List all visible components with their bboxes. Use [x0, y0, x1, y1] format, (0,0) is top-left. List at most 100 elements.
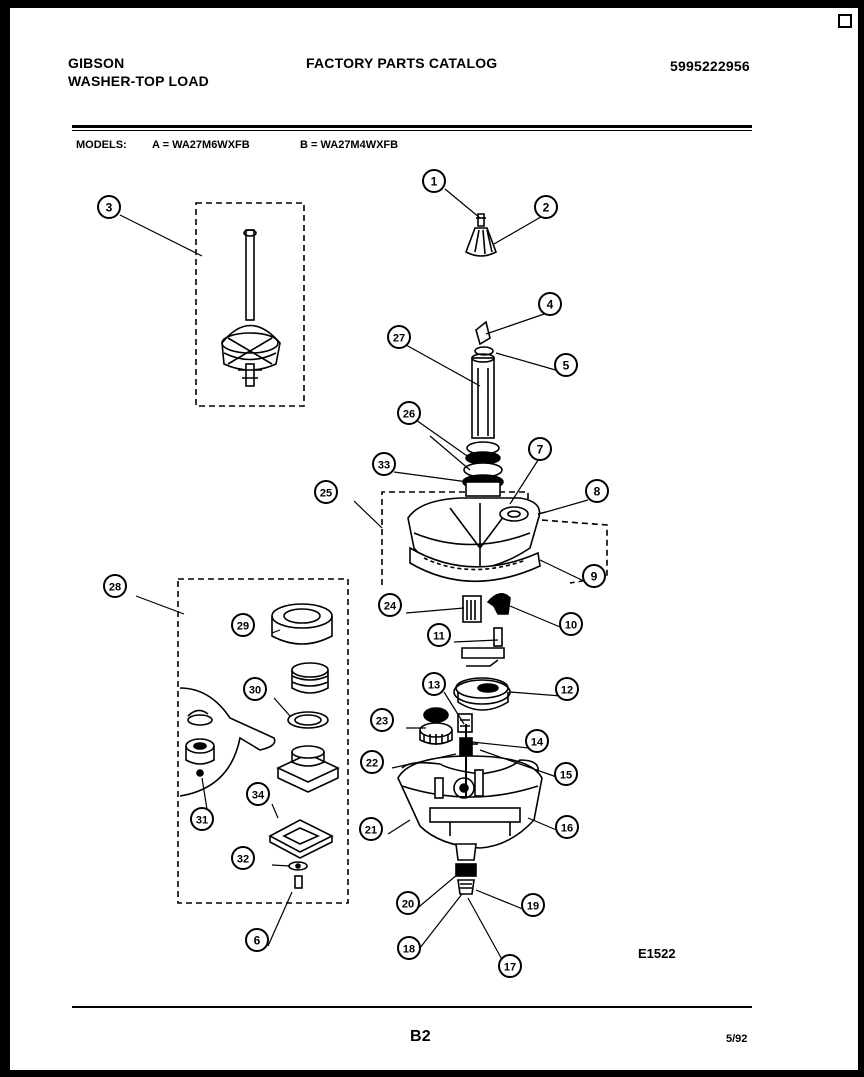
- callout-11: 11: [427, 623, 451, 647]
- callout-circle: [585, 479, 609, 503]
- callout-circle: [103, 574, 127, 598]
- callout-12: 12: [555, 677, 579, 701]
- callout-label: 12: [561, 685, 573, 697]
- callout-circle: [554, 762, 578, 786]
- callout-circle: [555, 815, 579, 839]
- callout-circle: [427, 623, 451, 647]
- callout-24: 24: [378, 593, 402, 617]
- callout-19: 19: [521, 893, 545, 917]
- callout-circle: [396, 891, 420, 915]
- callout-15: 15: [554, 762, 578, 786]
- callout-17: 17: [498, 954, 522, 978]
- part-drive-shaft-stack: [462, 320, 504, 497]
- callout-label: 34: [252, 790, 265, 802]
- inset-box-agitator-shaft: [195, 202, 305, 407]
- callout-circle: [97, 195, 121, 219]
- callout-circle: [525, 729, 549, 753]
- callout-2: 2: [534, 195, 558, 219]
- callout-label: 20: [402, 899, 414, 911]
- callout-label: 3: [106, 201, 113, 215]
- callout-label: 33: [378, 460, 390, 472]
- callout-label: 31: [196, 815, 208, 827]
- part-pinion-and-cam: [462, 593, 511, 623]
- header-rule-thin: [72, 130, 752, 131]
- callout-label: 7: [537, 443, 544, 457]
- parts-catalog-page: GIBSON WASHER-TOP LOAD FACTORY PARTS CAT…: [10, 8, 858, 1070]
- callout-16: 16: [555, 815, 579, 839]
- model-a: A = WA27M6WXFB: [152, 139, 250, 151]
- callout-label: 13: [428, 680, 440, 692]
- callout-label: 2: [543, 201, 550, 215]
- callout-18: 18: [397, 936, 421, 960]
- callout-label: 28: [109, 582, 121, 594]
- product-type: WASHER-TOP LOAD: [68, 73, 209, 89]
- callout-label: 5: [563, 359, 570, 373]
- callout-circle: [245, 928, 269, 952]
- callout-label: 29: [237, 621, 249, 633]
- callout-label: 15: [560, 770, 572, 782]
- callout-label: 19: [527, 901, 539, 913]
- callout-circle: [372, 452, 396, 476]
- callout-14: 14: [525, 729, 549, 753]
- part-gear-case: [397, 724, 543, 849]
- callout-label: 18: [403, 944, 415, 956]
- footer-rule: [72, 1006, 752, 1008]
- callout-27: 27: [387, 325, 411, 349]
- callout-34: 34: [246, 782, 270, 806]
- callout-8: 8: [585, 479, 609, 503]
- callout-label: 24: [384, 601, 397, 613]
- callout-label: 14: [531, 737, 544, 749]
- callout-label: 32: [237, 854, 249, 866]
- callout-label: 6: [254, 934, 261, 948]
- header-rule-thick: [72, 125, 752, 128]
- callout-4: 4: [538, 292, 562, 316]
- callout-32: 32: [231, 846, 255, 870]
- callout-circle: [397, 401, 421, 425]
- exploded-parts-diagram: 1234567891011121314151617181920212223242…: [97, 169, 676, 978]
- callout-3: 3: [97, 195, 121, 219]
- callout-circle: [555, 677, 579, 701]
- callout-5: 5: [554, 353, 578, 377]
- callout-circle: [370, 708, 394, 732]
- callout-label: 22: [366, 758, 378, 770]
- callout-25: 25: [314, 480, 338, 504]
- model-b: B = WA27M4WXFB: [300, 139, 399, 151]
- callout-label: 10: [565, 620, 577, 632]
- callout-circle: [397, 936, 421, 960]
- callout-28: 28: [103, 574, 127, 598]
- callout-circle: [231, 613, 255, 637]
- part-crank-and-gear: [453, 627, 511, 711]
- page-number: B2: [410, 1028, 431, 1045]
- revision-date: 5/92: [726, 1033, 748, 1045]
- callout-label: 25: [320, 488, 332, 500]
- callout-label: 26: [403, 409, 415, 421]
- callout-label: 30: [249, 685, 261, 697]
- callout-10: 10: [559, 612, 583, 636]
- part-bolt-and-cap: [465, 213, 497, 257]
- callout-label: 9: [591, 570, 598, 584]
- callout-circle: [243, 677, 267, 701]
- callout-circle: [521, 893, 545, 917]
- callout-circle: [528, 437, 552, 461]
- callout-label: 11: [433, 631, 445, 643]
- callout-circle: [582, 564, 606, 588]
- callout-33: 33: [372, 452, 396, 476]
- corner-mark: [838, 14, 852, 28]
- callout-label: 16: [561, 823, 573, 835]
- callout-label: 4: [547, 298, 554, 312]
- part-agitator-shaft-assembly: [221, 229, 281, 387]
- part-magnified-detail: [179, 687, 276, 797]
- callout-23: 23: [370, 708, 394, 732]
- callout-circle: [498, 954, 522, 978]
- callout-7: 7: [528, 437, 552, 461]
- callout-29: 29: [231, 613, 255, 637]
- callout-circle: [246, 782, 270, 806]
- figure-code: E1522: [638, 946, 676, 961]
- callout-label: 27: [393, 333, 405, 345]
- callout-label: 23: [376, 716, 388, 728]
- callout-26: 26: [397, 401, 421, 425]
- callout-circle: [359, 817, 383, 841]
- leader-lines: [119, 188, 589, 975]
- callout-layer: 1234567891011121314151617181920212223242…: [97, 169, 609, 978]
- callout-circle: [378, 593, 402, 617]
